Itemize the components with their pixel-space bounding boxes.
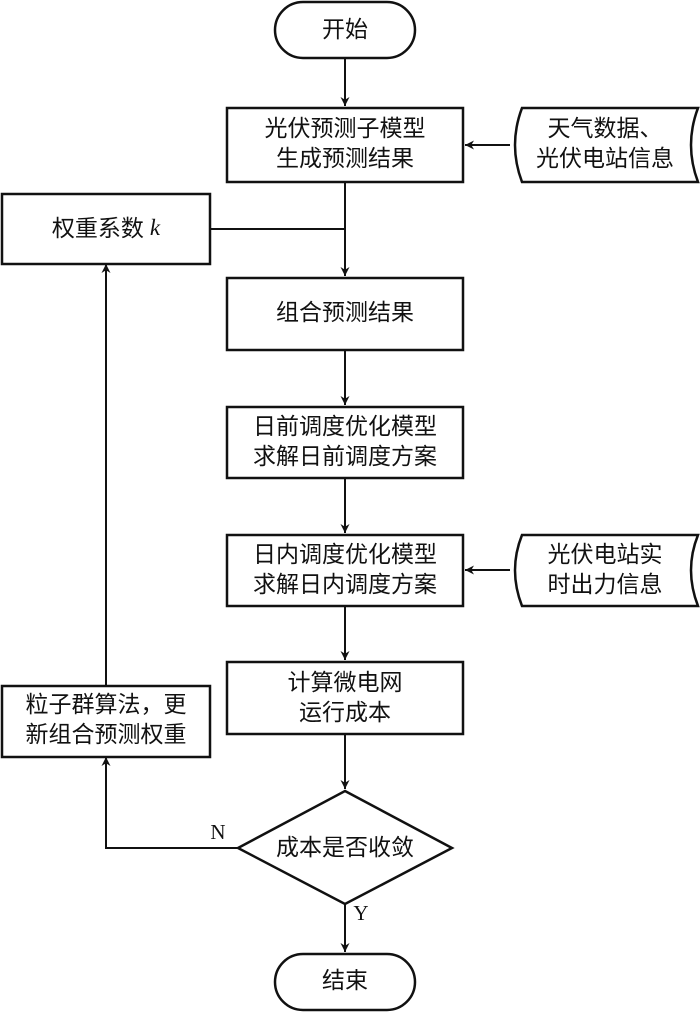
- node-converge: 成本是否收敛: [235, 789, 455, 906]
- process-shape: [0, 684, 212, 759]
- day-ahead-line-1: 日前调度优化模型: [253, 414, 437, 440]
- pso-update-line-1: 粒子群算法，更: [26, 692, 187, 718]
- realtime-input-line-1: 光伏电站实: [548, 542, 663, 568]
- node-cost-calc: 计算微电网 运行成本: [225, 660, 465, 736]
- intraday-line-1: 日内调度优化模型: [253, 542, 437, 568]
- terminator-shape: [273, 0, 417, 60]
- terminator-shape: [273, 952, 417, 1012]
- node-pv-submodel: 光伏预测子模型 生成预测结果: [225, 106, 465, 184]
- process-shape: [225, 533, 465, 608]
- process-shape: [0, 192, 212, 266]
- process-shape: [225, 106, 465, 184]
- node-start: 开始: [273, 0, 417, 60]
- day-ahead-line-2: 求解日前调度方案: [253, 444, 437, 470]
- weight-k-text: 权重系数: [52, 216, 144, 242]
- node-combined-result: 组合预测结果: [225, 276, 465, 352]
- weather-input-line-1: 天气数据、: [548, 116, 663, 142]
- node-realtime-input: 光伏电站实 时出力信息: [513, 533, 700, 608]
- process-shape: [225, 405, 465, 480]
- edge-converge-no-to-pso: [101, 757, 238, 849]
- pso-update-line-2: 新组合预测权重: [26, 722, 187, 748]
- process-shape: [225, 276, 465, 352]
- cost-calc-line-1: 计算微电网: [288, 670, 403, 696]
- intraday-line-2: 求解日内调度方案: [253, 572, 437, 598]
- node-end: 结束: [273, 952, 417, 1012]
- node-pso-update: 粒子群算法，更 新组合预测权重: [0, 684, 212, 759]
- edge-label-no: N: [210, 820, 225, 844]
- combined-result-label: 组合预测结果: [276, 300, 414, 326]
- node-intraday: 日内调度优化模型 求解日内调度方案: [225, 533, 465, 608]
- start-label: 开始: [322, 17, 368, 43]
- decision-shape: [235, 789, 455, 906]
- node-weather-input: 天气数据、 光伏电站信息: [513, 106, 700, 184]
- process-shape: [225, 660, 465, 736]
- pv-submodel-line-1: 光伏预测子模型: [265, 116, 426, 142]
- converge-label: 成本是否收敛: [276, 835, 414, 861]
- pv-submodel-line-2: 生成预测结果: [276, 146, 414, 172]
- weather-input-line-2: 光伏电站信息: [536, 146, 674, 172]
- realtime-input-line-2: 时出力信息: [548, 572, 663, 598]
- cost-calc-line-2: 运行成本: [299, 700, 391, 726]
- edge-label-yes: Y: [353, 901, 368, 925]
- edges: [101, 58, 510, 952]
- weight-k-variable: k: [150, 215, 161, 240]
- node-day-ahead: 日前调度优化模型 求解日前调度方案: [225, 405, 465, 480]
- data-input-shape: [513, 106, 700, 184]
- data-input-shape: [513, 533, 700, 608]
- end-label: 结束: [322, 968, 368, 994]
